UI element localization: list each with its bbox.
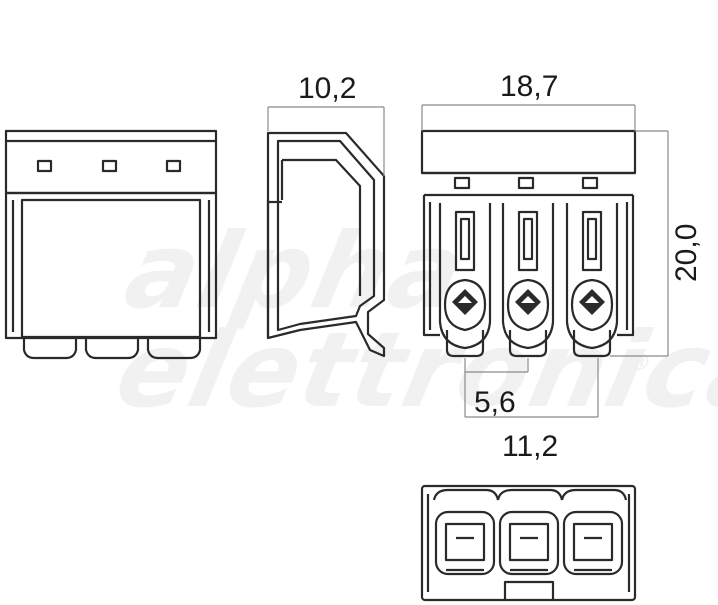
dim-depth-label: 10,2 (298, 72, 357, 105)
release-lever-3 (579, 289, 605, 315)
release-lever-1 (452, 289, 478, 315)
side-view (266, 131, 386, 358)
dim-depth-lines (267, 106, 385, 176)
top-view (420, 129, 637, 358)
dim-height-lines (610, 130, 669, 357)
release-lever-markers (452, 289, 605, 315)
dim-height-label: 20,0 (670, 223, 703, 282)
dim-pitch-label: 5,6 (474, 386, 516, 419)
bottom-view (420, 484, 637, 602)
dim-width-lines (421, 104, 636, 131)
dim-width-label: 18,7 (500, 70, 559, 103)
front-view (4, 129, 218, 360)
release-lever-2 (515, 289, 541, 315)
dim-pitch-lines (464, 358, 599, 418)
dim-bottom-width-label: 11,2 (502, 430, 559, 463)
